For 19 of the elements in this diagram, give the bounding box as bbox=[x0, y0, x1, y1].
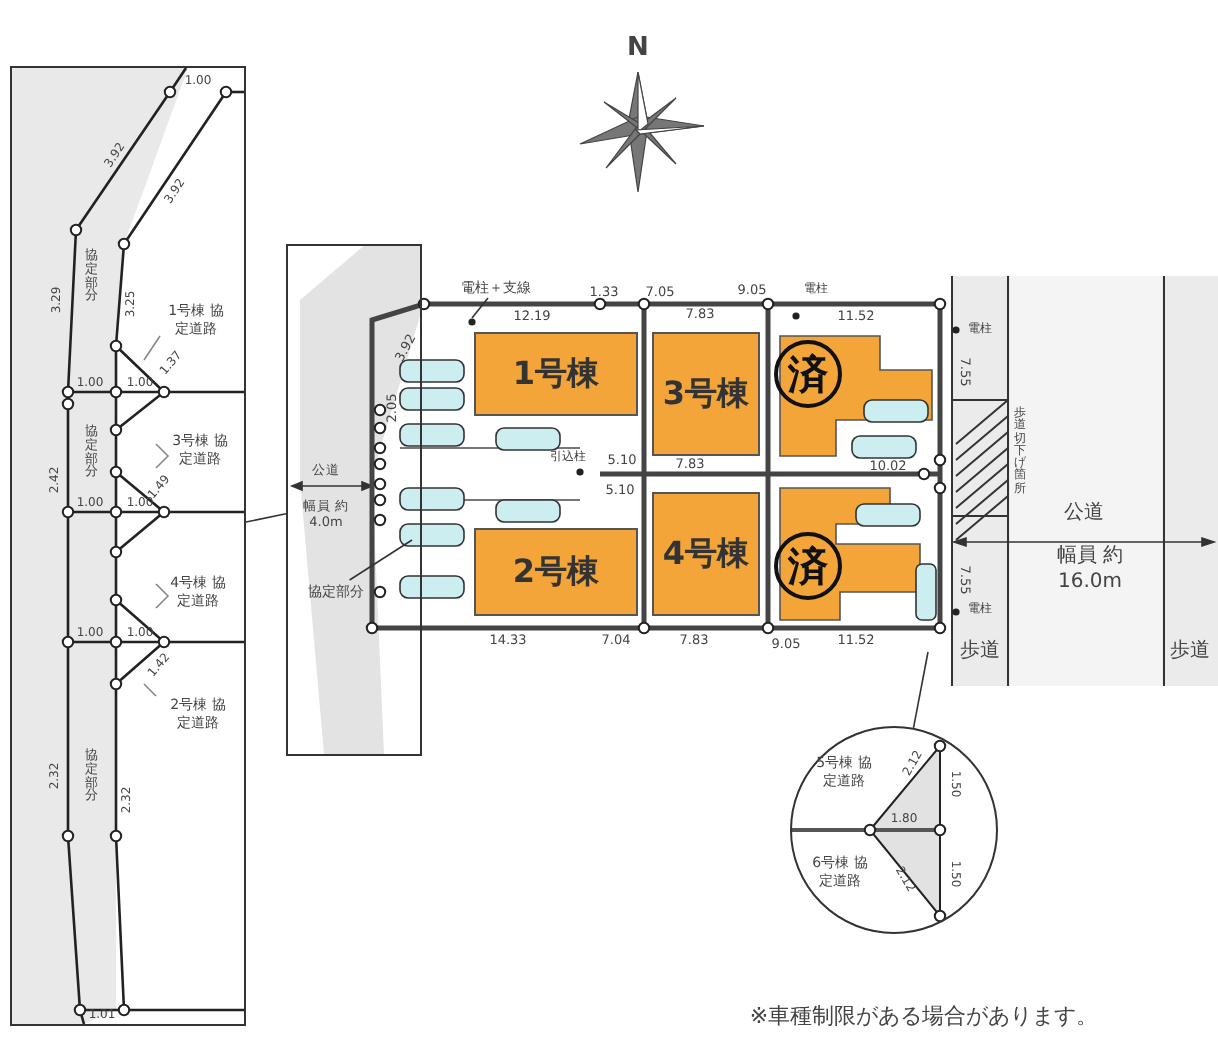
width-label: 幅員 約16.0m bbox=[1054, 545, 1126, 595]
building-block: 2号棟 bbox=[474, 528, 638, 616]
note-text: ※車種制限がある場合があります。 bbox=[749, 1005, 1099, 1027]
building-block: 4号棟 bbox=[652, 492, 760, 616]
road-panel bbox=[286, 244, 422, 756]
leader-line bbox=[348, 539, 413, 581]
connector-line bbox=[245, 513, 287, 523]
sidewalk-label: 歩道 bbox=[1170, 642, 1210, 662]
sold-mark: 済 bbox=[774, 340, 842, 408]
north-label: N bbox=[627, 35, 649, 61]
sold-mark: 済 bbox=[774, 532, 842, 600]
leader-line bbox=[471, 297, 489, 319]
road-label: 公道 bbox=[1064, 504, 1104, 524]
sidewalk-label: 歩道 bbox=[960, 642, 1000, 662]
leader-line bbox=[912, 651, 929, 729]
building-block: 3号棟 bbox=[652, 332, 760, 456]
inset-panel bbox=[10, 66, 246, 1026]
building-block: 1号棟 bbox=[474, 332, 638, 416]
detail-circle bbox=[790, 726, 998, 934]
